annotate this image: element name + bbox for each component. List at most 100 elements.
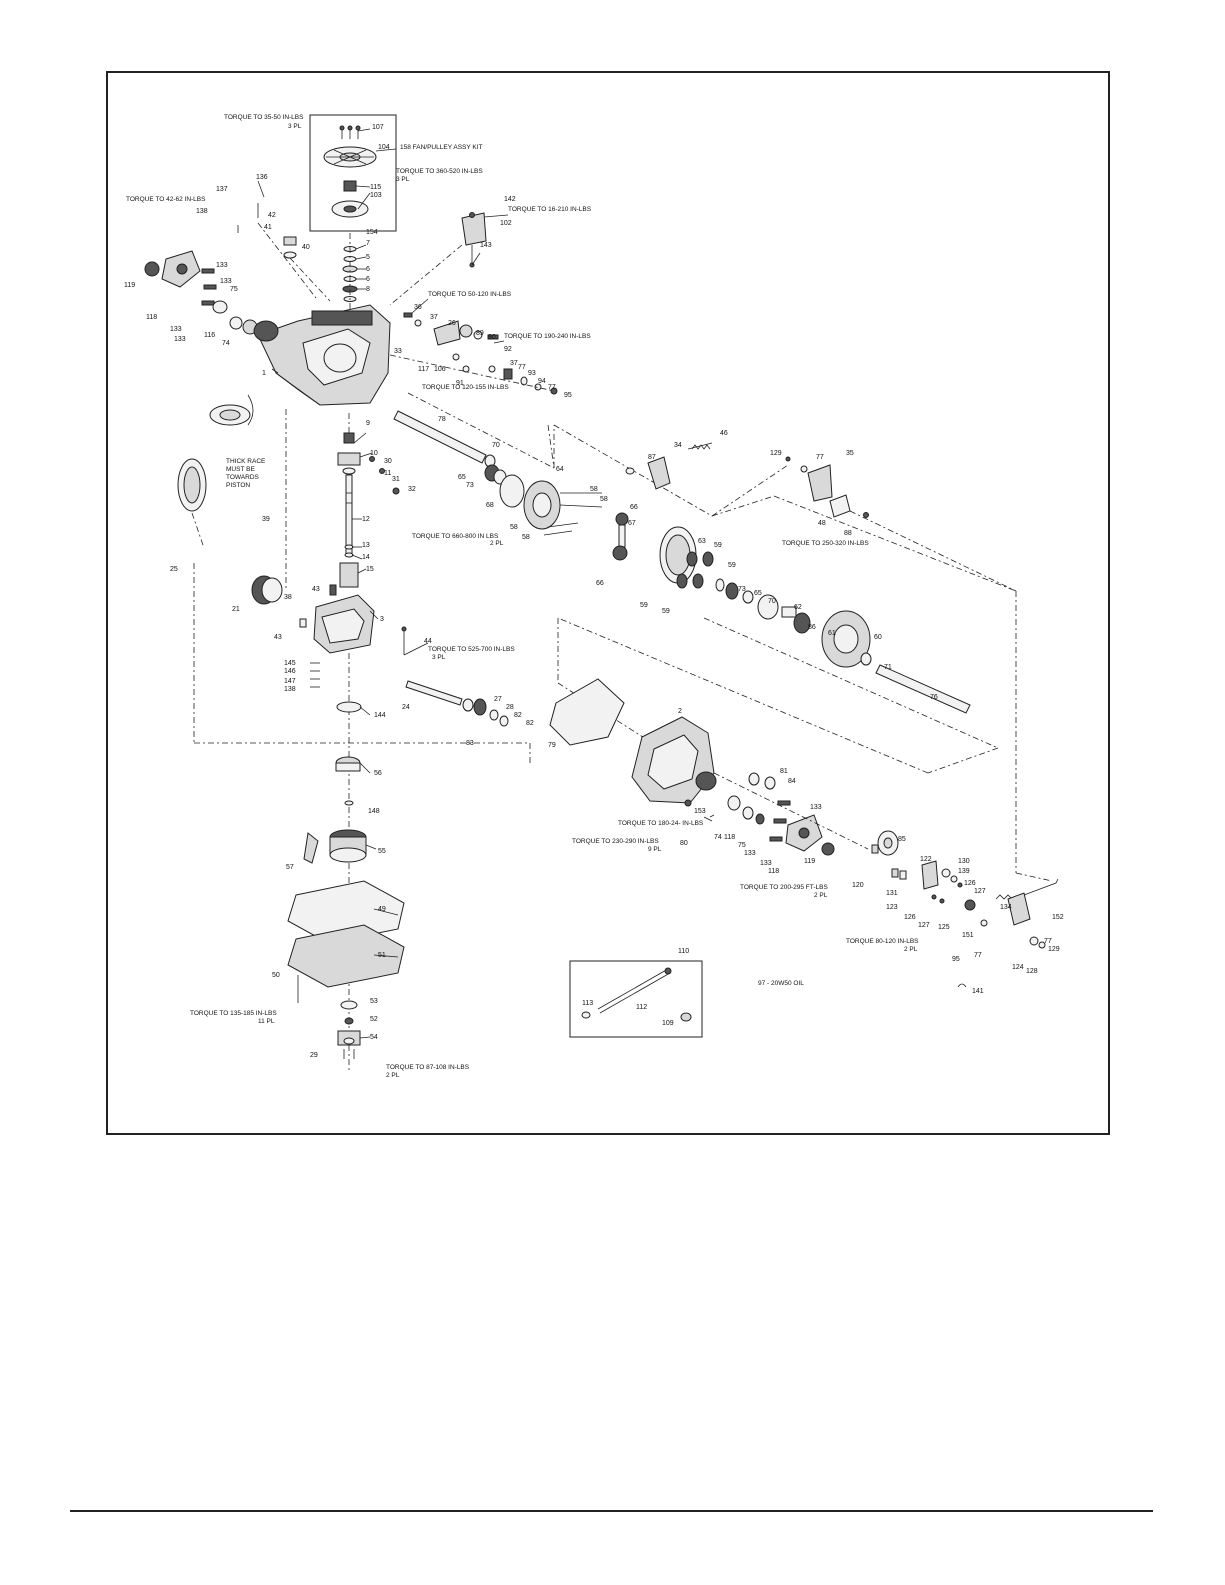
- callout-label: 65: [458, 474, 466, 481]
- callout-label: 129: [1048, 946, 1060, 953]
- torque-250-320: TORQUE TO 250-320 IN-LBS: [782, 540, 869, 547]
- callout-label: 119: [124, 282, 135, 289]
- callout-label: 145: [284, 660, 296, 667]
- callout-label: 153: [694, 808, 706, 815]
- callout-label: 71: [884, 664, 892, 671]
- callout-label: 137: [216, 186, 228, 193]
- callout-label: 59: [640, 602, 648, 609]
- torque-pulley: TORQUE TO 360-520 IN-LBS: [396, 168, 483, 175]
- callout-label: 138: [196, 208, 208, 215]
- torque-87-108-pl: 2 PL: [386, 1072, 400, 1079]
- callout-label: 143: [480, 242, 492, 249]
- torque-80-120: TORQUE 80-120 IN-LBS: [846, 938, 919, 945]
- callout-label: 70: [768, 598, 776, 605]
- callout-label: 48: [818, 520, 826, 527]
- torque-120-155: TORQUE TO 120-155 IN-LBS: [422, 384, 509, 391]
- callout-label: 133: [220, 278, 232, 285]
- bypass-lever: [303, 832, 319, 864]
- callout-label: 36: [414, 304, 422, 311]
- callout-label: 38: [284, 594, 292, 601]
- callout-label: 138: [284, 686, 296, 693]
- callout-label: 35: [846, 450, 854, 457]
- callout-label: 126: [904, 914, 916, 921]
- callout-label: 50: [272, 972, 280, 979]
- callout-label: 44: [424, 638, 432, 645]
- callout-label: 65: [754, 590, 762, 597]
- leader-lines: [271, 128, 715, 1039]
- callout-label: 109: [662, 1020, 674, 1027]
- callout-label: 59: [714, 542, 722, 549]
- callout-label: 3: [380, 616, 384, 623]
- left-axle-hub: [144, 250, 258, 335]
- lower-gasket: [287, 880, 405, 944]
- torque-200-295-pl: 2 PL: [814, 892, 828, 899]
- callout-label: 147: [284, 678, 296, 685]
- callout-label: 6: [366, 276, 370, 283]
- callout-label: 86: [808, 624, 816, 631]
- callout-label: 11: [384, 470, 391, 477]
- clip-141: [957, 983, 967, 988]
- callout-label: 144: [374, 712, 386, 719]
- callout-label: 75: [230, 286, 238, 293]
- callout-label: 58: [590, 486, 598, 493]
- callout-label: 82: [514, 712, 522, 719]
- callout-label: 46: [720, 430, 728, 437]
- swashplate: [335, 756, 361, 772]
- callout-label: 125: [938, 924, 950, 931]
- callout-label: 43: [274, 634, 282, 641]
- callout-label: 61: [828, 630, 836, 637]
- callout-label: 54: [370, 1034, 378, 1041]
- torque-80-120-pl: 2 PL: [904, 946, 918, 953]
- left-pins: [237, 180, 297, 259]
- spring-46: [687, 442, 713, 450]
- callout-label: 103: [370, 192, 382, 199]
- callout-label: 37: [430, 314, 438, 321]
- torque-200-295: TORQUE TO 200-295 FT-LBS: [740, 884, 828, 891]
- axle-76: [875, 664, 971, 714]
- callout-label: 133: [216, 262, 228, 269]
- callout-label: 75: [738, 842, 746, 849]
- callout-label: 117: [418, 366, 429, 373]
- gear-73-65-70: [715, 578, 754, 604]
- callout-label: 37: [510, 360, 518, 367]
- part-callouts: 107 104 115 103 136 137 138 42 41 40 154…: [124, 124, 1064, 1059]
- callout-label: 116: [204, 332, 215, 339]
- callout-label: 141: [972, 988, 984, 995]
- callout-label: 15: [366, 566, 374, 573]
- brake-small-parts: [931, 894, 976, 911]
- callout-label: 123: [886, 904, 898, 911]
- gasket-79: [549, 678, 625, 746]
- callout-label: 60: [874, 634, 882, 641]
- callout-label: 92: [504, 346, 512, 353]
- callout-label: 77: [816, 454, 824, 461]
- callout-label: 133: [744, 850, 756, 857]
- callout-label: 136: [256, 174, 268, 181]
- callout-label: 58: [522, 534, 530, 541]
- callout-label: 80: [680, 840, 688, 847]
- callout-label: 31: [392, 476, 400, 483]
- callout-label: 142: [504, 196, 516, 203]
- callout-label: 13: [362, 542, 370, 549]
- race-note-line-2: MUST BE: [226, 466, 255, 473]
- torque-87-108: TORQUE TO 87-108 IN-LBS: [386, 1064, 470, 1071]
- callout-label: 115: [370, 184, 381, 191]
- callout-label: 33: [394, 348, 402, 355]
- brake-disc-85: [877, 830, 899, 856]
- callout-label: 74: [714, 834, 722, 841]
- torque-135-185-pl: 11 PL: [258, 1018, 275, 1025]
- callout-label: 53: [370, 998, 378, 1005]
- callout-label: 95: [952, 956, 960, 963]
- filter-cap: [337, 1030, 361, 1046]
- torque-660-800: TORQUE TO 660-800 IN LBS: [412, 533, 499, 540]
- o-ring-144: [336, 701, 362, 713]
- callout-label: 91: [456, 380, 464, 387]
- torque-525-700-pl: 3 PL: [432, 654, 446, 661]
- callout-label: 133: [810, 804, 822, 811]
- callout-label: 9: [366, 420, 370, 427]
- torque-notes: TORQUE TO 35-50 IN-LBS 3 PL 158 FAN/PULL…: [126, 114, 919, 1079]
- bevel-gears-66: [612, 512, 629, 561]
- callout-label: 95: [564, 392, 572, 399]
- control-arm-parts: [403, 312, 558, 395]
- callout-label: 77: [974, 952, 982, 959]
- callout-label: 128: [1026, 968, 1038, 975]
